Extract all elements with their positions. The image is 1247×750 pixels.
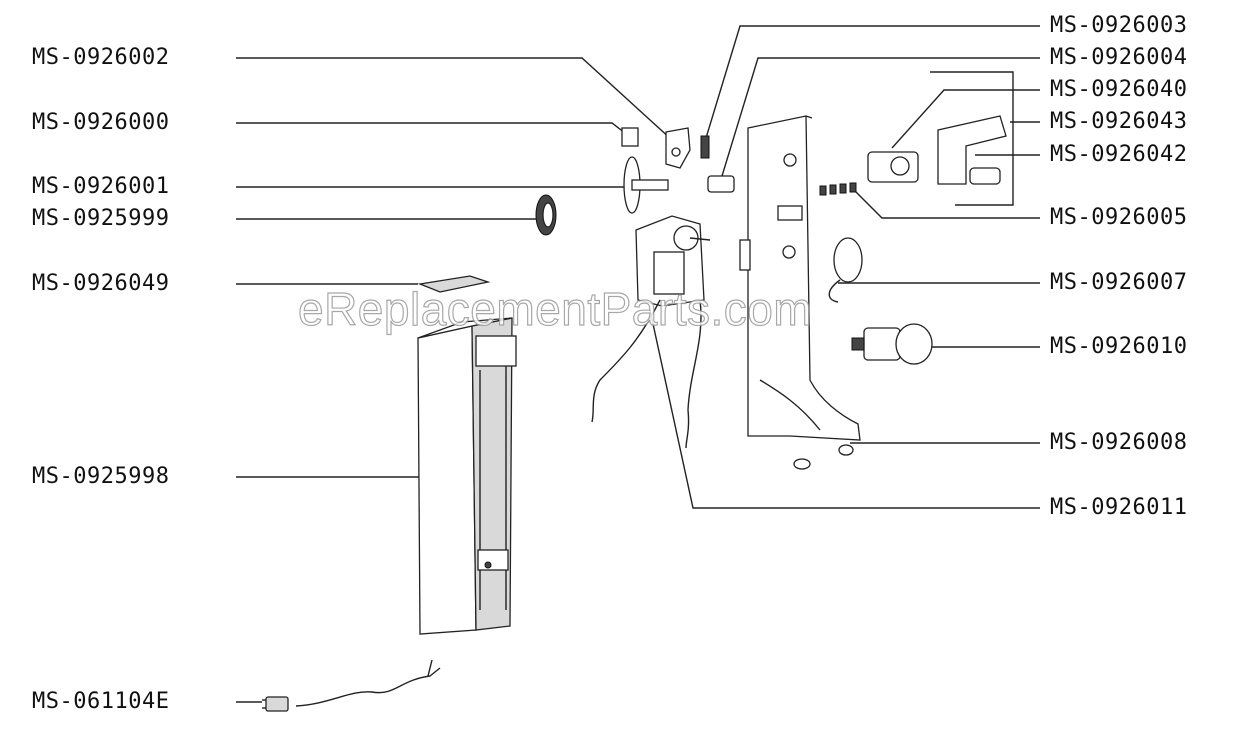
callout-label: MS-0926011 [1050, 495, 1188, 520]
switch-assembly [867, 115, 1007, 185]
rubber-feet [793, 444, 854, 470]
back-plate [739, 115, 861, 441]
callout-label: MS-0926040 [1050, 77, 1188, 102]
callout-label: MS-0926000 [32, 110, 170, 135]
main-housing [417, 317, 517, 635]
callout-label: MS-0926003 [1050, 13, 1188, 38]
callout-label: MS-0926042 [1050, 142, 1188, 167]
callout-label: MS-061104E [32, 689, 170, 714]
callout-label: MS-0926010 [1050, 334, 1188, 359]
callout-label: MS-0926002 [32, 45, 170, 70]
power-cord [262, 659, 441, 712]
lid-plate [417, 275, 491, 293]
disc-shaft [623, 156, 669, 214]
gear [535, 194, 557, 236]
callout-label: MS-0925999 [32, 206, 170, 231]
callout-label: MS-0926008 [1050, 430, 1188, 455]
callout-label: MS-0926043 [1050, 109, 1188, 134]
small-cylinders [819, 182, 857, 196]
sensor-disc [828, 237, 863, 303]
callout-label: MS-0926004 [1050, 45, 1188, 70]
control-knob [851, 323, 933, 365]
callout-label: MS-0925998 [32, 464, 170, 489]
lever-arm [665, 127, 691, 169]
small-clip [621, 127, 639, 147]
watermark: eReplacementParts.com [297, 282, 813, 335]
callout-label: MS-0926049 [32, 271, 170, 296]
callout-label: MS-0926001 [32, 174, 170, 199]
callout-label: MS-0926007 [1050, 270, 1188, 295]
spring [700, 135, 710, 159]
motor-assembly [591, 215, 711, 449]
leader-lines [236, 25, 1040, 703]
roller [707, 175, 735, 193]
callout-label: MS-0926005 [1050, 205, 1188, 230]
